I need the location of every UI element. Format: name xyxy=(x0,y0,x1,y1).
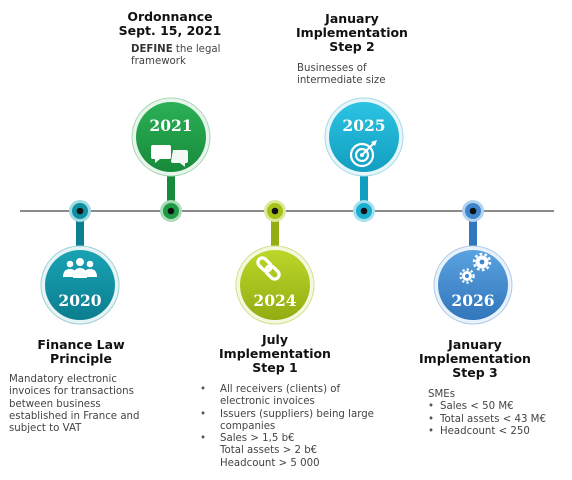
milestone-2020-badge: 2020 xyxy=(40,200,120,325)
target-icon xyxy=(349,140,377,168)
gears-icon xyxy=(459,252,492,284)
milestone-2024-criteria-list: All receivers (clients) of electronic in… xyxy=(198,384,378,470)
year-label-2026: 2026 xyxy=(451,291,494,310)
year-label-2024: 2024 xyxy=(253,291,296,310)
link-chain-icon xyxy=(256,256,281,281)
milestone-2025-badge: 2025 xyxy=(324,97,404,222)
milestone-2020-title: Finance Law Principle xyxy=(37,337,125,366)
milestone-2021-title: Ordonnance Sept. 15, 2021 xyxy=(118,9,222,38)
milestone-2021-badge: 2021 xyxy=(131,97,211,222)
milestone-2025-description: Businesses of intermediate size xyxy=(297,63,386,87)
year-label-2020: 2020 xyxy=(58,291,101,310)
milestone-2021-description: DEFINE the legal framework xyxy=(131,44,221,68)
milestone-2026-title: January Implementation Step 3 xyxy=(419,337,531,380)
list-item: Sales < 50 M€ xyxy=(428,401,568,414)
list-item: Sales > 1,5 b€ Total assets > 2 b€ Headc… xyxy=(198,433,378,470)
milestone-2024-badge: 2024 xyxy=(235,200,315,325)
list-item: Total assets < 43 M€ xyxy=(428,414,568,427)
milestone-2020-description: Mandatory electronic invoices for transa… xyxy=(9,374,140,435)
milestone-2025-title: January Implementation Step 2 xyxy=(296,11,408,54)
year-label-2021: 2021 xyxy=(149,116,192,135)
milestone-2024-title: July Implementation Step 1 xyxy=(219,332,331,375)
list-item: Headcount < 250 xyxy=(428,426,568,439)
list-item: Issuers (suppliers) being large companie… xyxy=(198,409,378,434)
milestone-2026-description: SMEs Sales < 50 M€ Total assets < 43 M€ … xyxy=(428,389,568,438)
chat-bubbles-icon xyxy=(151,145,188,167)
people-icon xyxy=(63,258,97,278)
year-label-2025: 2025 xyxy=(342,116,385,135)
milestone-2026-criteria-list: Sales < 50 M€ Total assets < 43 M€ Headc… xyxy=(428,401,568,438)
list-item: All receivers (clients) of electronic in… xyxy=(198,384,378,409)
milestone-2026-badge: 2026 xyxy=(433,200,513,325)
